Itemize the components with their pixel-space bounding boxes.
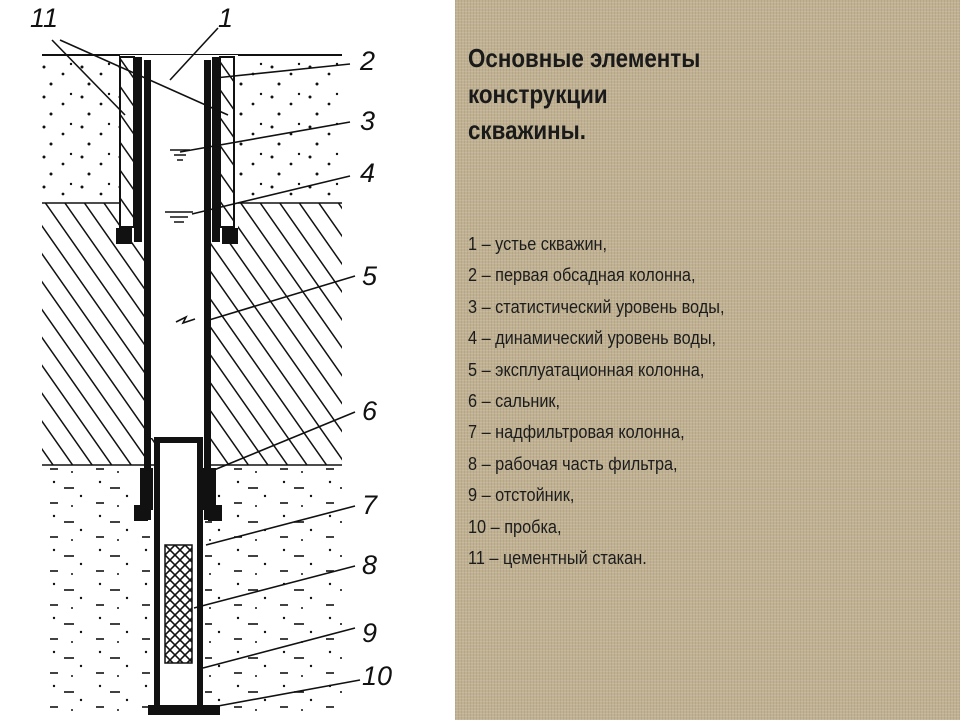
bottom-plug [148, 705, 220, 715]
slide-title: Основные элементы конструкции скважины. [468, 40, 812, 148]
over-filter-pipe [154, 437, 203, 715]
callout-11: 11 [30, 3, 58, 33]
callout-6: 6 [362, 396, 378, 426]
callout-numbers: 11 1 2 3 4 5 6 7 8 9 10 [30, 3, 392, 691]
legend-item-3: 3 – статистический уровень воды, [468, 295, 725, 317]
legend-list: 1 – устье скважин, 2 – первая обсадная к… [468, 228, 724, 573]
slide-title-line-2: конструкции [468, 79, 608, 109]
legend-item-6: 6 – сальник, [468, 390, 561, 412]
callout-4: 4 [360, 158, 375, 188]
legend-item-10: 10 – пробка, [468, 515, 562, 537]
legend-item-1: 1 – устье скважин, [468, 233, 608, 254]
callout-2: 2 [359, 46, 375, 76]
callout-8: 8 [362, 550, 377, 580]
legend-item-4: 4 – динамический уровень воды, [468, 327, 717, 349]
callout-9: 9 [362, 618, 377, 648]
callout-10: 10 [362, 661, 392, 691]
well-diagram-svg: 11 1 2 3 4 5 6 7 8 9 10 [30, 3, 392, 715]
water-level-marks [165, 149, 193, 223]
legend-item-8: 8 – рабочая часть фильтра, [468, 452, 678, 474]
legend-item-5: 5 – эксплуатационная колонна, [468, 358, 705, 380]
first-casing [116, 57, 238, 244]
legend-item-9: 9 – отстойник, [468, 484, 575, 506]
well-diagram: 11 1 2 3 4 5 6 7 8 9 10 [0, 0, 455, 720]
callout-5: 5 [362, 261, 378, 291]
callout-1: 1 [218, 3, 233, 33]
slide-title-line-3: скважины. [468, 115, 586, 145]
legend-item-2: 2 – первая обсадная колонна, [468, 264, 696, 286]
leader-lines [51, 27, 361, 707]
callout-7: 7 [362, 490, 378, 520]
packing-gland [140, 468, 216, 510]
slide-title-line-1: Основные элементы [468, 43, 701, 73]
well-structure [116, 55, 238, 715]
callout-3: 3 [360, 106, 375, 136]
legend-panel: Основные элементы конструкции скважины. … [455, 0, 960, 720]
filter-screen [164, 544, 193, 664]
legend-item-7: 7 – надфильтровая колонна, [468, 421, 685, 443]
legend-item-11: 11 – цементный стакан. [468, 547, 647, 569]
